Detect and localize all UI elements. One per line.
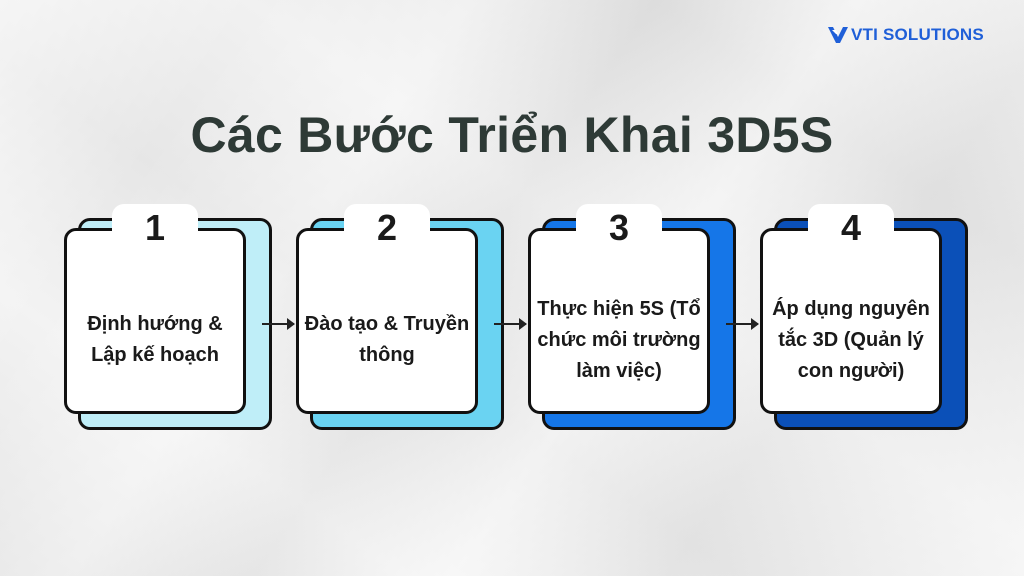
- step-2-label: Đào tạo & Truyền thông: [304, 313, 470, 366]
- step-1: 1 Định hướng & Lập kế hoạch: [64, 204, 276, 432]
- step-4: 4 Áp dụng nguyên tắc 3D (Quản lý con ngư…: [760, 204, 972, 432]
- step-3-number: 3: [608, 207, 630, 248]
- step-4-number-tab: [808, 204, 894, 250]
- vti-logo-icon: [828, 27, 848, 43]
- step-4-card: [760, 228, 942, 414]
- step-2-number-tab: [344, 204, 430, 250]
- page-title: Các Bước Triển Khai 3D5S: [190, 107, 834, 163]
- step-3-label: Thực hiện 5S (Tổ chức môi trường làm việ…: [537, 297, 701, 382]
- step-4-number: 4: [840, 207, 862, 248]
- brand-logo-text: VTI SOLUTIONS: [851, 25, 984, 44]
- step-1-label: Định hướng & Lập kế hoạch: [87, 313, 223, 366]
- step-4-label: Áp dụng nguyên tắc 3D (Quản lý con người…: [772, 297, 930, 382]
- arrow-2-3: [494, 318, 527, 330]
- step-1-outline-gap: [192, 234, 232, 242]
- step-2-number: 2: [376, 207, 398, 248]
- brand-logo: VTI SOLUTIONS: [828, 24, 984, 46]
- step-2-card: [296, 228, 478, 414]
- step-2: 2 Đào tạo & Truyền thông: [296, 204, 508, 432]
- arrow-1-2: [262, 318, 295, 330]
- step-1-number: 1: [144, 207, 166, 248]
- step-3: 3 Thực hiện 5S (Tổ chức môi trường làm v…: [528, 204, 740, 432]
- step-1-number-tab: [112, 204, 198, 250]
- step-3-card: [528, 228, 710, 414]
- arrow-3-4: [726, 318, 759, 330]
- step-3-number-tab: [576, 204, 662, 250]
